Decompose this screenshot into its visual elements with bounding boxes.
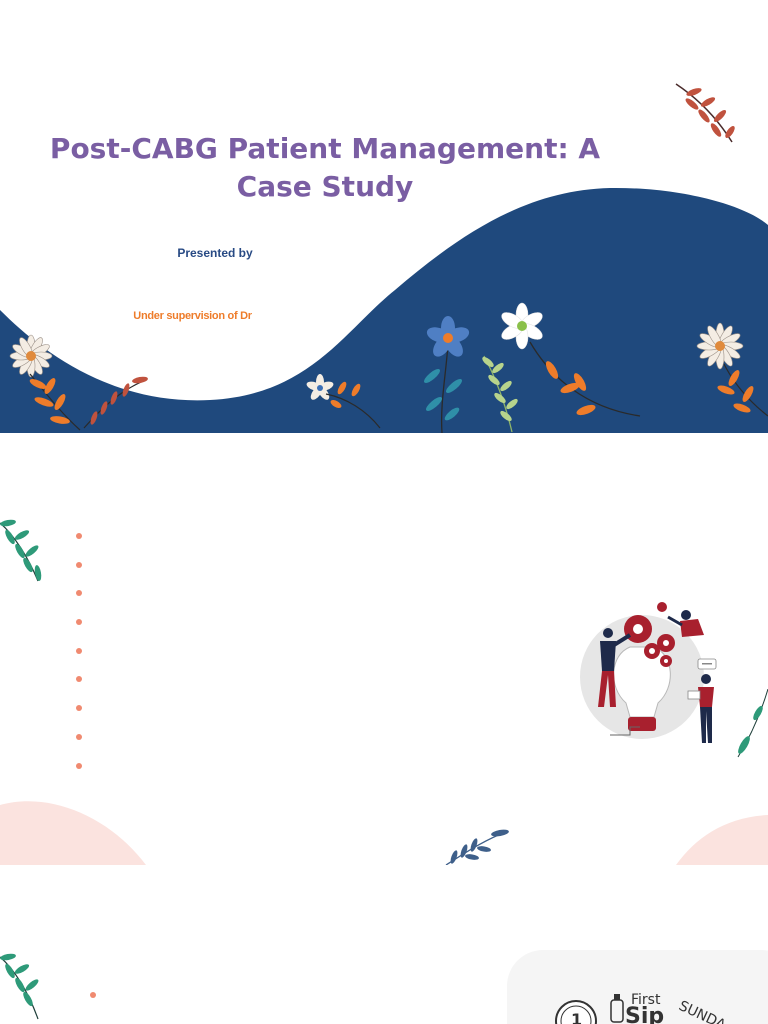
slide-title: Post-CABG Patient Management: A Case Stu… xyxy=(49,132,601,203)
red-leaf-branch-icon xyxy=(83,376,148,429)
right-daisy-icon xyxy=(696,322,768,417)
content-slide xyxy=(0,433,768,865)
bullet-list xyxy=(70,533,82,791)
bullet-point xyxy=(76,676,82,683)
small-flower-icon xyxy=(306,374,381,429)
sticker-side-text: SUNDA xyxy=(676,998,729,1024)
blue-sprig-icon xyxy=(445,829,509,865)
bullet-point xyxy=(76,533,82,539)
sticker-card: 1 First Sip SUNDA xyxy=(507,950,768,1024)
bullet-point xyxy=(76,762,82,769)
bullet-point xyxy=(76,590,82,597)
teal-leaf-icon xyxy=(737,689,768,758)
bottle-icon xyxy=(610,994,624,1023)
pink-blob-left xyxy=(0,801,146,865)
next-slide: 1 First Sip SUNDA xyxy=(0,865,768,1024)
bullet-point xyxy=(76,561,82,568)
red-branch-icon xyxy=(675,83,735,143)
daisy-flower-icon xyxy=(9,334,53,378)
teal-leaf-branch-icon xyxy=(0,953,39,1020)
lightbulb-teamwork-illustration xyxy=(580,602,717,743)
teal-leaf-branch-icon xyxy=(0,519,42,582)
badge-number: 1 xyxy=(571,1010,583,1024)
supervision-label: Under supervision of Dr xyxy=(133,310,252,322)
bullet-point xyxy=(90,992,96,998)
bullet-point xyxy=(76,705,82,712)
green-sprig-icon xyxy=(482,355,518,433)
title-slide: Post-CABG Patient Management: A Case Stu… xyxy=(0,0,768,433)
blue-flower-icon xyxy=(424,316,470,433)
pink-blob-right xyxy=(676,815,768,865)
sticker-line1: First xyxy=(631,992,661,1008)
white-flower-icon xyxy=(501,302,641,417)
bullet-point xyxy=(76,619,82,626)
bullet-point xyxy=(76,647,82,654)
wave-background xyxy=(0,187,768,433)
presented-by-label: Presented by xyxy=(177,246,253,260)
bullet-point xyxy=(76,733,82,740)
sticker-line2: Sip xyxy=(625,1004,665,1024)
orange-leaf-branch-icon xyxy=(29,373,81,431)
badge-icon xyxy=(555,1000,597,1024)
